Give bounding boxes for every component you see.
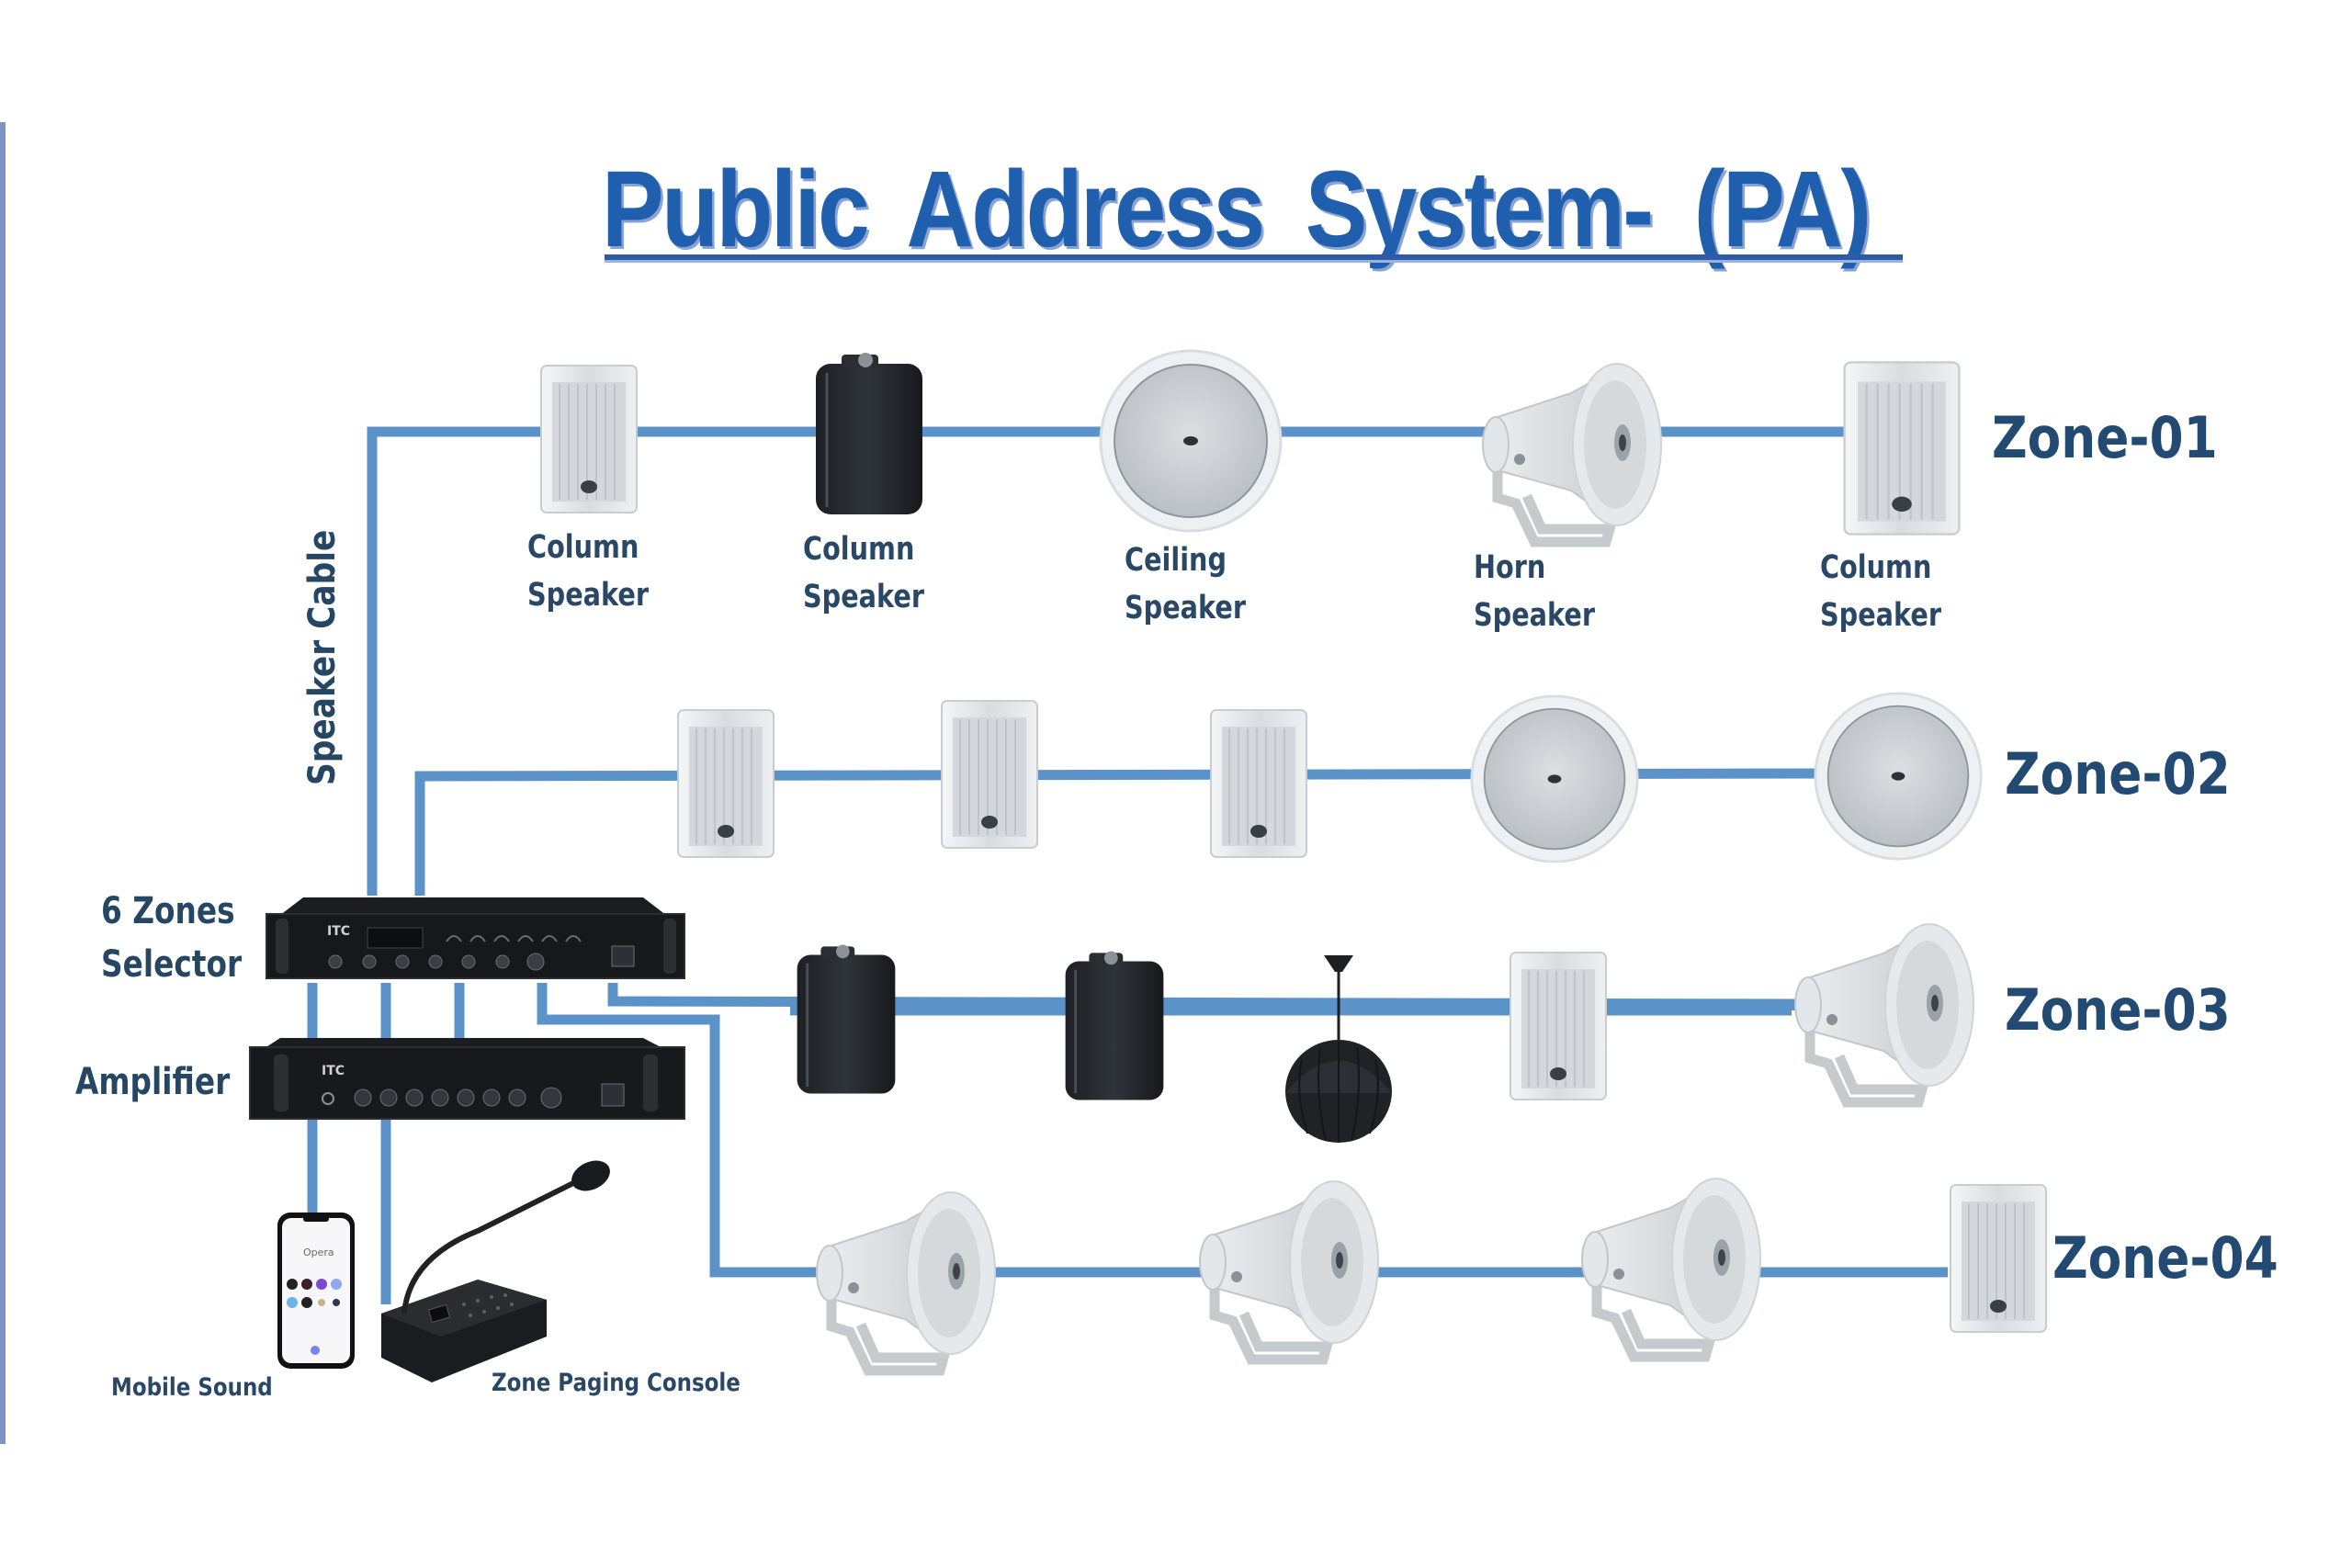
svg-text:ITC: ITC [322,1064,345,1078]
zone-02-speaker-2-column-speaker [941,700,1038,849]
zone-02-speaker-1-column-speaker [677,709,775,858]
zone-01-speaker-1-label: Column Speaker [527,524,649,619]
zone-paging-console-label: Zone Paging Console [492,1369,741,1397]
label-line1: Column [803,531,915,568]
zone-01-speaker-2-black-column-speaker [814,351,924,516]
zone-01-speaker-3-ceiling-speaker [1099,349,1283,533]
left-border-line [0,122,6,1444]
zone-03-speaker-5-horn-speaker [1795,924,1973,1102]
page-title: Public Address System- (PA) [602,149,1871,270]
zone-02-speaker-5-ceiling-speaker [1814,692,1983,861]
label-line2: Speaker [1820,597,1941,634]
label-line2: Speaker [527,577,649,614]
label-line2: Speaker [1125,590,1246,626]
zone-paging-console-device [381,1160,610,1382]
label-line1: Ceiling [1125,542,1227,579]
amplifier-label: Amplifier [75,1061,231,1103]
zone-03-speaker-1-black-wall-speaker [796,943,897,1095]
phone-screen-text: Opera [303,1247,334,1258]
zone-01-speaker-1-column-speaker [540,365,638,513]
label-line2: Speaker [803,579,924,615]
mobile-sound-label: Mobile Sound [111,1373,273,1402]
zone-01-speaker-3-label: Ceiling Speaker [1125,536,1246,632]
label-line2: Speaker [1474,597,1595,634]
six-zone-selector-device: ITC [266,897,685,979]
selector-label-line1: 6 Zones [101,890,235,932]
zone-01-speaker-2-label: Column Speaker [803,525,924,621]
zone-02-label: Zone-02 [2005,740,2231,807]
mobile-phone-device: Opera [277,1213,355,1369]
zone-04-speaker-2-horn-speaker [1200,1181,1378,1359]
zone-03-speaker-3-pendant-speaker [1283,953,1394,1145]
zone-04-speaker-4-column-speaker [1950,1184,2047,1333]
amplifier-device: ITC [249,1038,685,1120]
zone-01-speaker-5-label: Column Speaker [1820,544,1941,639]
selector-label-line2: Selector [101,943,243,986]
zone-03-speaker-4-column-speaker [1510,952,1607,1100]
zone-04-speaker-1-horn-speaker [817,1192,995,1371]
label-line1: Column [527,529,639,566]
zone-03-label: Zone-03 [2005,976,2231,1043]
zone-02-speaker-3-column-speaker [1210,709,1307,858]
zone-04-speaker-3-horn-speaker [1582,1179,1760,1357]
zone-01-label: Zone-01 [1992,404,2218,471]
zone-01-speaker-4-label: Horn Speaker [1474,544,1595,639]
zone-03-speaker-2-black-wall-speaker [1064,950,1165,1101]
selector-label: 6 Zones Selector [101,885,242,991]
label-line1: Horn [1474,549,1546,586]
cable-zone-04 [537,983,1948,1278]
cable-zone-01 [367,426,1847,896]
zone-01-speaker-5-column-speaker [1843,361,1961,536]
title-underline [605,254,1903,263]
label-line1: Column [1820,549,1932,586]
cable-zone-02 [414,768,1838,896]
zone-04-label: Zone-04 [2052,1224,2278,1292]
zone-02-speaker-4-ceiling-speaker [1470,694,1639,863]
svg-text:ITC: ITC [327,924,350,939]
zone-01-speaker-4-horn-speaker [1483,364,1661,542]
